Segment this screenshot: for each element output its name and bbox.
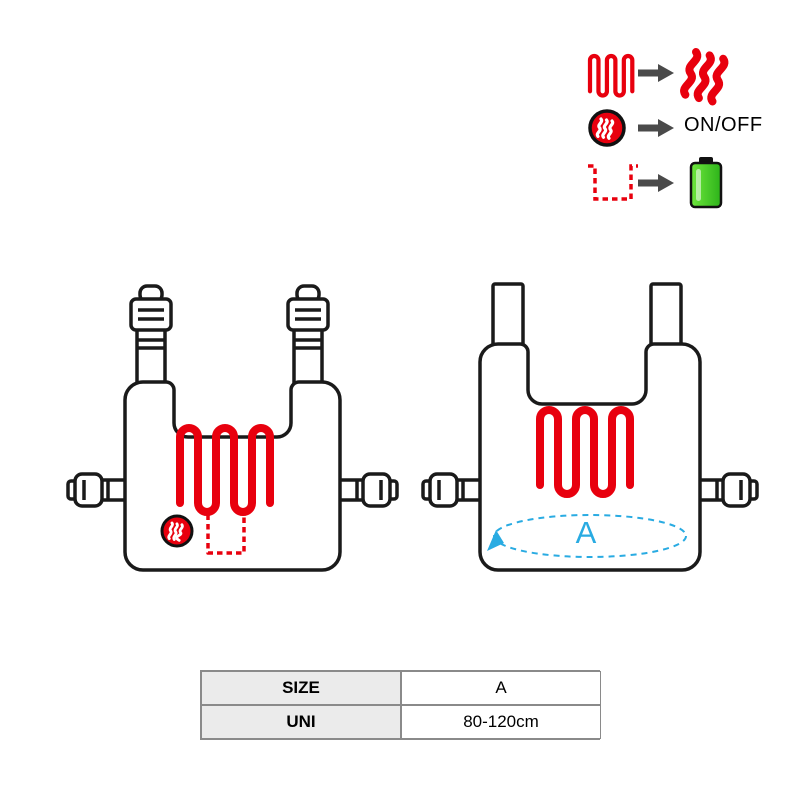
side-strap-buckle-icon [694, 472, 759, 508]
power-button-icon [588, 109, 626, 147]
uni-header-cell: UNI [201, 705, 401, 739]
heating-element-icon [536, 406, 634, 498]
shoulder-strap [491, 282, 525, 352]
heating-element-icon [176, 424, 274, 516]
vest-right [421, 282, 759, 572]
size-value-cell: A [401, 671, 601, 705]
side-strap-buckle-icon [334, 472, 399, 508]
side-strap-buckle-icon [66, 472, 131, 508]
side-strap-buckle-icon [421, 472, 486, 508]
size-table: SIZE A UNI 80-120cm [200, 670, 601, 740]
heating-element-icon [587, 53, 635, 98]
arrow-right-icon [638, 119, 674, 137]
measurement-ellipse [487, 514, 687, 558]
size-header-cell: SIZE [201, 671, 401, 705]
shoulder-strap-buckle-icon [129, 284, 173, 392]
shoulder-strap-buckle-icon [286, 284, 330, 392]
shoulder-strap [649, 282, 683, 352]
power-button-icon [160, 514, 194, 548]
arrow-right-icon [638, 64, 674, 82]
arrow-right-icon [638, 174, 674, 192]
legend [587, 48, 729, 209]
battery-pocket-icon [588, 164, 638, 201]
measurement-label: A [575, 515, 597, 550]
uni-value-cell: 80-120cm [401, 705, 601, 739]
heat-waves-icon [680, 48, 729, 106]
measurement-arrow-icon [487, 530, 504, 551]
battery-pocket-icon [201, 510, 251, 555]
on-off-label: ON/OFF [684, 114, 763, 136]
vest-left [66, 284, 399, 572]
battery-icon [689, 157, 723, 209]
